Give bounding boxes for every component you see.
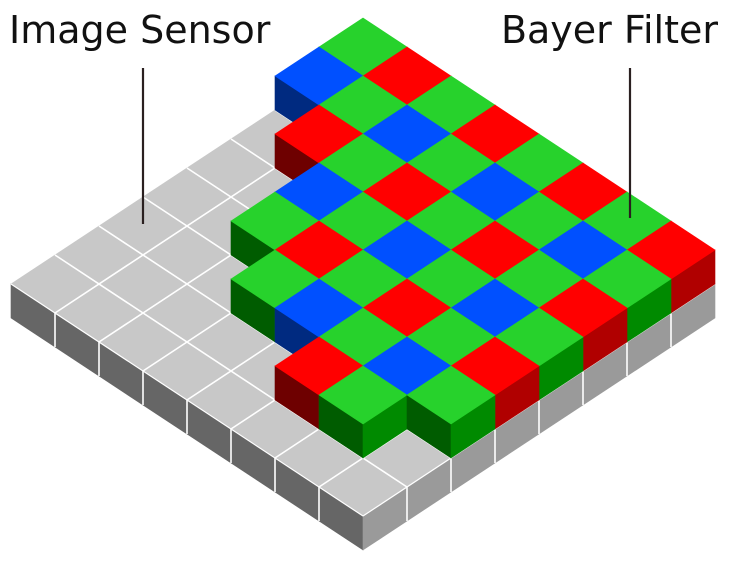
image-sensor-label: Image Sensor (9, 8, 271, 52)
bayer-filter (230, 17, 716, 459)
filter-cell-green (406, 365, 496, 459)
bayer-filter-label: Bayer Filter (500, 8, 718, 52)
leader-lines (141, 68, 632, 224)
cube-top-face (406, 365, 496, 425)
filter-cell-green (318, 365, 408, 459)
sensor-edge (10, 283, 364, 517)
